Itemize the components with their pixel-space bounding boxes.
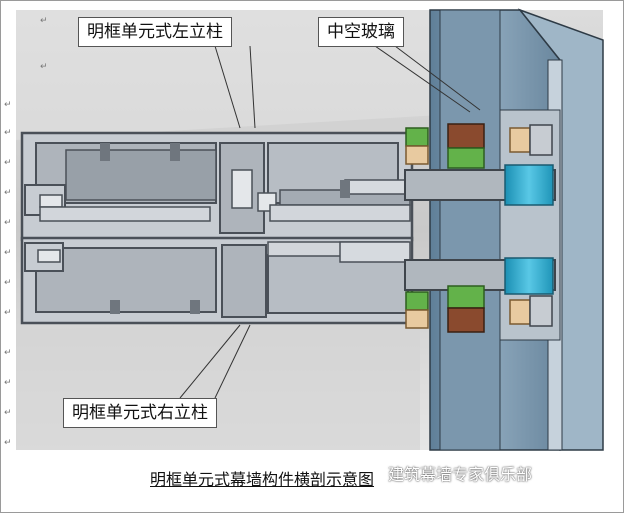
paragraph-mark: ↵ — [4, 158, 12, 168]
paragraph-mark: ↵ — [4, 100, 12, 110]
paragraph-mark: ↵ — [4, 308, 12, 318]
paragraph-mark: ↵ — [40, 62, 48, 72]
figure-caption: 明框单元式幕墙构件横剖示意图 — [150, 470, 375, 489]
paragraph-mark: ↵ — [4, 378, 12, 388]
paragraph-mark: ↵ — [4, 218, 12, 228]
paragraph-mark: ↵ — [4, 278, 12, 288]
upper-edge-gasket — [405, 127, 429, 147]
paragraph-mark: ↵ — [4, 188, 12, 198]
paragraph-mark: ↵ — [4, 408, 12, 418]
callout-right-mullion: 明框单元式右立柱 — [63, 398, 217, 428]
paragraph-mark: ↵ — [4, 248, 12, 258]
upper-glass-spacer — [447, 123, 485, 149]
leader-right-mullion — [179, 324, 241, 399]
paragraph-mark: ↵ — [4, 348, 12, 358]
right-upper-seal — [509, 127, 531, 153]
callout-insulated-glass: 中空玻璃 — [318, 17, 404, 47]
leader-left-mullion-2 — [249, 45, 256, 129]
lower-glass-spacer — [447, 307, 485, 333]
inner-glass-pane — [439, 9, 501, 451]
lower-edge-gasket — [405, 291, 429, 311]
wall-lower-plane — [16, 320, 420, 450]
right-lower-clip — [529, 295, 553, 327]
lower-thermal-break — [504, 257, 554, 295]
leader-right-mullion-2 — [214, 324, 251, 399]
right-lower-seal — [509, 299, 531, 325]
leader-insulated-glass-2 — [394, 45, 481, 111]
left-mullion-profile — [20, 131, 416, 242]
upper-sealant — [405, 145, 429, 165]
leader-insulated-glass — [374, 45, 471, 113]
right-upper-clip — [529, 124, 553, 156]
lower-green-gasket — [447, 285, 485, 309]
callout-left-mullion: 明框单元式左立柱 — [78, 17, 232, 47]
lower-sealant — [405, 309, 429, 329]
upper-thermal-break — [504, 164, 554, 206]
paragraph-mark: ↵ — [4, 128, 12, 138]
paragraph-mark: ↵ — [40, 16, 48, 26]
leader-left-mullion — [214, 45, 241, 129]
watermark: 建筑幕墙专家俱乐部 — [388, 465, 533, 484]
right-mullion-profile — [20, 236, 414, 325]
paragraph-mark: ↵ — [4, 438, 12, 448]
upper-green-gasket — [447, 147, 485, 169]
